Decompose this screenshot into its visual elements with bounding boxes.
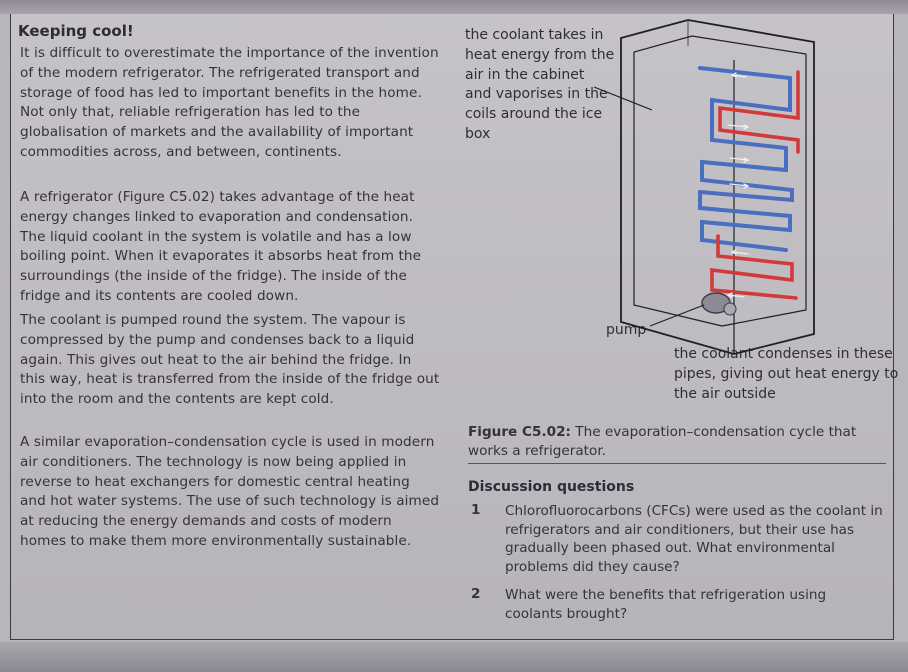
discussion-title: Discussion questions <box>468 479 635 495</box>
pump-icon <box>701 292 737 316</box>
figure-caption: Figure C5.02: The evaporation–condensati… <box>468 423 878 460</box>
flow-arrows <box>726 72 750 298</box>
paragraph-3: The coolant is pumped round the system. … <box>20 312 440 408</box>
section-heading: Keeping cool! <box>18 22 134 40</box>
caption-divider <box>468 463 886 464</box>
condensation-label: the coolant condenses in these pipes, gi… <box>674 346 899 402</box>
figure-caption-text: The evaporation–condensation cycle that … <box>468 424 857 459</box>
hot-coil <box>710 70 800 300</box>
page-top-edge <box>0 0 908 14</box>
leader-lines <box>593 86 705 327</box>
page-bottom-edge <box>0 642 908 672</box>
evaporation-label: the coolant takes in heat energy from th… <box>465 27 615 142</box>
question-number-1: 1 <box>471 502 481 518</box>
paragraph-1: It is difficult to overestimate the impo… <box>20 45 439 160</box>
text-box-frame <box>10 14 894 640</box>
figure-number: Figure C5.02: <box>468 424 571 440</box>
question-text-1: Chlorofluorocarbons (CFCs) were used as … <box>505 503 883 575</box>
cold-coil <box>698 66 794 252</box>
question-number-2: 2 <box>471 586 481 602</box>
paragraph-4: A similar evaporation–condensation cycle… <box>20 434 440 549</box>
paragraph-2: A refrigerator (Figure C5.02) takes adva… <box>20 189 422 304</box>
question-text-2: What were the benefits that refrigeratio… <box>505 587 827 622</box>
